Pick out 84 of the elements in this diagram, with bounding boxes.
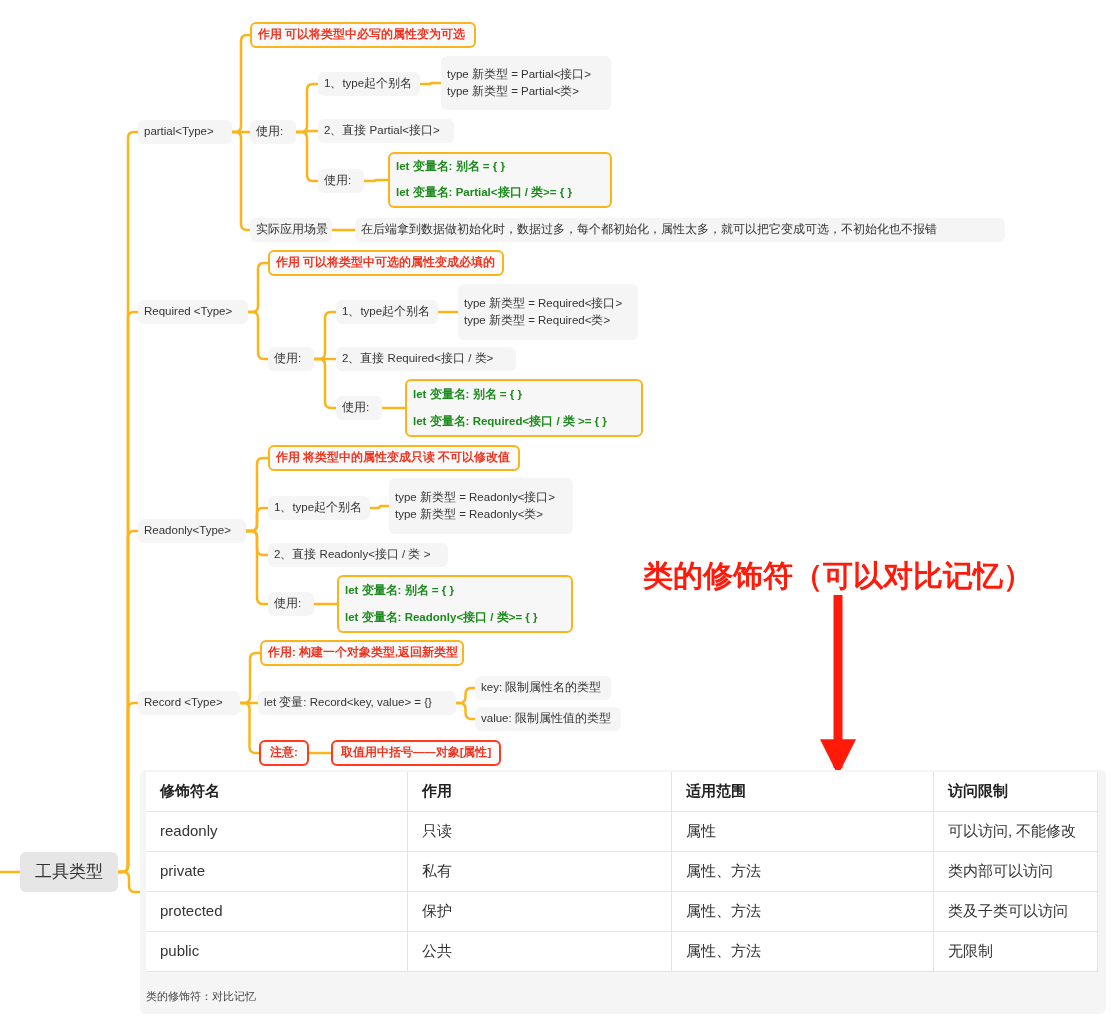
table-cell: 只读 <box>408 812 672 852</box>
table-cell: 保护 <box>408 892 672 932</box>
table-cell: 属性 <box>672 812 934 852</box>
table-cell: 类内部可以访问 <box>934 852 1098 892</box>
table-cell: protected <box>146 892 408 932</box>
code-line: let 变量名: Required<接口 / 类 >= { } <box>413 413 608 429</box>
topic-box: 实际应用场景 <box>250 218 332 242</box>
table-panel <box>140 770 1106 1014</box>
table-caption: 类的修饰符：对比记忆 <box>146 989 256 1004</box>
topic-box: Readonly<Type> <box>138 519 246 543</box>
connector-line <box>0 870 20 874</box>
table-cell: 公共 <box>408 932 672 972</box>
code-box <box>337 575 573 633</box>
callout-text: 类的修饰符（可以对比记忆） <box>628 555 1048 595</box>
connector-line <box>332 228 355 232</box>
topic-box: let 变量: Record<key, value> = {} <box>258 691 456 715</box>
column-header: 访问限制 <box>934 772 1098 812</box>
highlight-box: 作用 可以将类型中可选的属性变成必填的 <box>268 250 504 276</box>
connector-line <box>314 602 337 606</box>
table-cell: public <box>146 932 408 972</box>
topic-box <box>441 56 611 110</box>
topic-box: 1、type起个别名 <box>336 300 438 324</box>
table-cell: 属性、方法 <box>672 892 934 932</box>
topic-box: 使用: <box>250 120 296 144</box>
topic-box: Required <Type> <box>138 300 248 324</box>
topic-box: 使用: <box>318 169 364 193</box>
connector-line <box>246 529 268 606</box>
highlight-box: 作用 将类型中的属性变成只读 不可以修改值 <box>268 445 520 471</box>
topic-box: 在后端拿到数据做初始化时，数据过多，每个都初始化，属性太多，就可以把它变成可选，不初始化也不报错 <box>355 218 1005 242</box>
code-line: let 变量名: 别名 = { } <box>396 158 506 175</box>
topic-text: type 新类型 = Partial<接口> <box>447 66 593 82</box>
topic-box <box>458 284 638 340</box>
topic-text: type 新类型 = Required<类> <box>464 313 612 328</box>
topic-box: partial<Type> <box>138 120 232 144</box>
connector-line <box>248 310 268 361</box>
topic-box: 2、直接 Required<接口 / 类> <box>336 347 516 371</box>
alert-box: 取值用中括号——对象[属性] <box>331 740 501 766</box>
topic-box: 2、直接 Readonly<接口 / 类 > <box>268 543 448 567</box>
topic-box: 使用: <box>268 347 314 371</box>
code-line: let 变量名: Readonly<接口 / 类>= { } <box>345 609 539 625</box>
connector-line <box>420 81 441 86</box>
topic-box: value: 限制属性值的类型 <box>475 707 621 731</box>
topic-box: 使用: <box>268 592 314 616</box>
topic-box: Record <Type> <box>138 691 240 715</box>
central-topic: 工具类型 <box>20 852 118 892</box>
topic-box: 使用: <box>336 396 382 420</box>
table-cell: 属性、方法 <box>672 852 934 892</box>
topic-box <box>389 478 573 534</box>
table-cell: 私有 <box>408 852 672 892</box>
table-cell: 可以访问, 不能修改 <box>934 812 1098 852</box>
code-line: let 变量名: 别名 = { } <box>413 386 523 402</box>
connector-line <box>370 504 389 510</box>
table-cell: private <box>146 852 408 892</box>
highlight-box: 作用: 构建一个对象类型,返回新类型 <box>260 640 464 666</box>
topic-text: type 新类型 = Required<接口> <box>464 295 624 311</box>
highlight-box: 作用 可以将类型中必写的属性变为可选 <box>250 22 476 48</box>
topic-text: type 新类型 = Partial<类> <box>447 84 581 99</box>
table-cell: 属性、方法 <box>672 932 934 972</box>
table-cell: readonly <box>146 812 408 852</box>
code-line: let 变量名: Partial<接口 / 类>= { } <box>396 184 573 201</box>
connector-line <box>314 357 336 410</box>
topic-box: 1、type起个别名 <box>268 496 370 520</box>
topic-text: type 新类型 = Readonly<接口> <box>395 489 557 505</box>
connector-line <box>364 178 388 183</box>
column-header: 适用范围 <box>672 772 934 812</box>
connector-line <box>382 406 405 410</box>
connector-line <box>232 130 250 232</box>
alert-box: 注意: <box>259 740 309 766</box>
table-cell: 类及子类可以访问 <box>934 892 1098 932</box>
topic-box: key: 限制属性名的类型 <box>475 676 611 700</box>
topic-box: 2、直接 Partial<接口> <box>318 119 454 143</box>
code-box <box>388 152 612 208</box>
code-box <box>405 379 643 437</box>
connector-line <box>309 751 331 755</box>
column-header: 修饰符名 <box>146 772 408 812</box>
connector-line <box>240 701 259 755</box>
topic-box: 1、type起个别名 <box>318 72 420 96</box>
connector-line <box>296 130 318 183</box>
connector-line <box>456 701 475 721</box>
code-line: let 变量名: 别名 = { } <box>345 582 455 598</box>
connector-line <box>438 310 458 314</box>
topic-text: type 新类型 = Readonly<类> <box>395 507 545 522</box>
table-cell: 无限制 <box>934 932 1098 972</box>
column-header: 作用 <box>408 772 672 812</box>
